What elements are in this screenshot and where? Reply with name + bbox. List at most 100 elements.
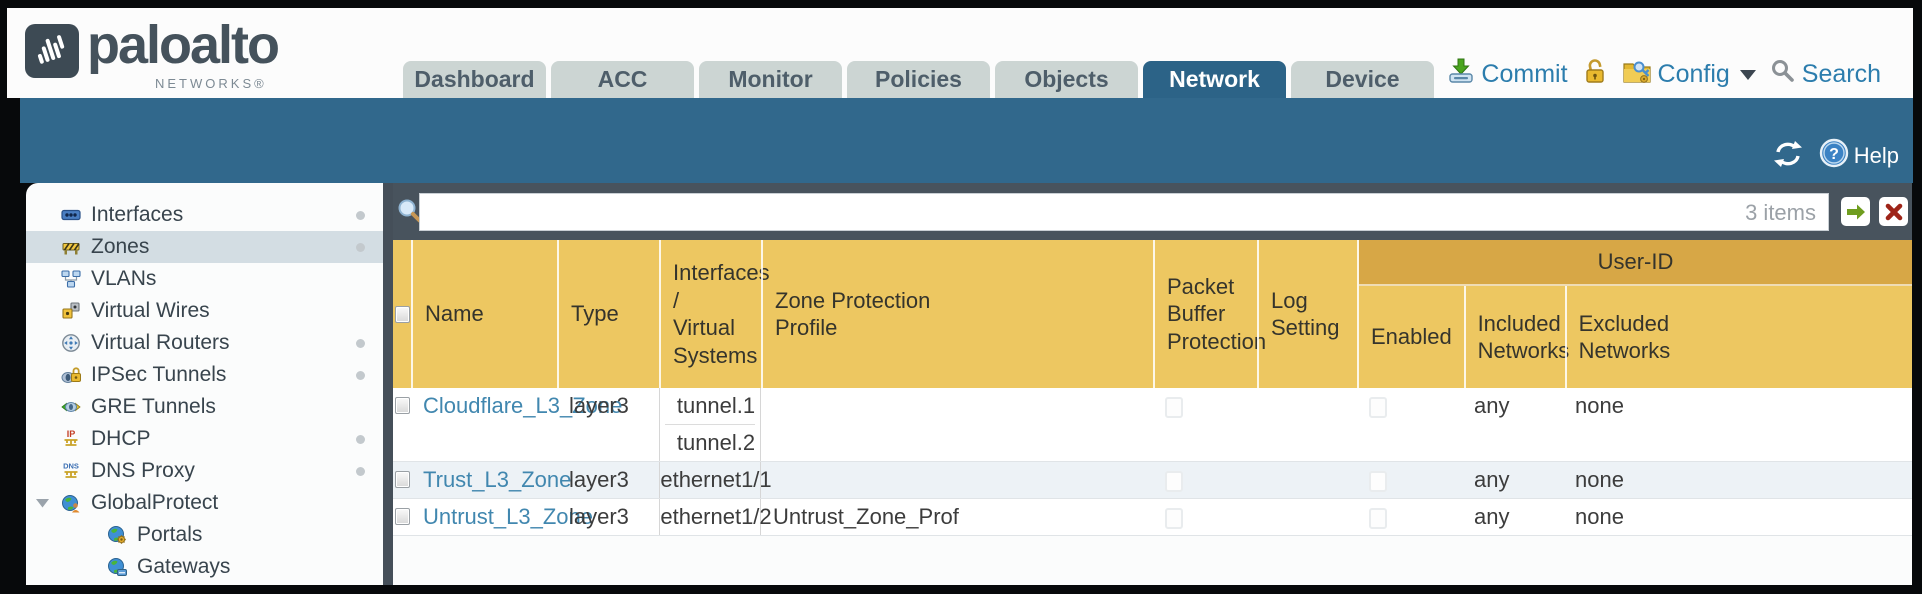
sidebar-divider	[383, 183, 393, 585]
user-id-label: User-ID	[1597, 249, 1674, 274]
column-header-type[interactable]: Type	[557, 240, 659, 388]
interfaces-icon	[60, 204, 82, 226]
sidebar-item-dhcp[interactable]: IP DHCP	[26, 423, 383, 455]
sidebar-item-zones[interactable]: Zones	[26, 231, 383, 263]
svg-text:IP: IP	[67, 429, 76, 439]
config-icon	[1622, 57, 1652, 92]
help-button[interactable]: ? Help	[1819, 138, 1899, 174]
zone-protection-profile-cell	[761, 462, 1153, 498]
chevron-down-icon	[1739, 69, 1756, 80]
select-all-checkbox[interactable]	[394, 305, 410, 323]
status-dot	[356, 435, 365, 444]
tab-objects[interactable]: Objects	[995, 61, 1138, 98]
logo-networks-text: NETWORKS®	[155, 76, 267, 91]
tab-acc[interactable]: ACC	[551, 61, 694, 98]
zone-name-link[interactable]: Untrust_L3_Zone	[423, 504, 593, 529]
help-label: Help	[1853, 143, 1899, 168]
packet-buffer-protection-checkbox[interactable]	[1165, 397, 1183, 418]
apply-filter-button[interactable]	[1841, 197, 1870, 226]
tab-dashboard[interactable]: Dashboard	[403, 61, 546, 98]
svg-text:DNS: DNS	[63, 462, 79, 471]
zone-name-link[interactable]: Cloudflare_L3_Zone	[423, 393, 623, 418]
filter-search-icon[interactable]	[396, 197, 424, 230]
sidebar-item-virtual-wires[interactable]: Virtual Wires	[26, 295, 383, 327]
user-id-enabled-checkbox[interactable]	[1369, 397, 1387, 418]
virtual-routers-icon	[60, 332, 82, 354]
tab-network[interactable]: Network	[1143, 61, 1286, 98]
zone-name-link[interactable]: Trust_L3_Zone	[423, 467, 572, 492]
log-setting-cell	[1257, 388, 1357, 461]
logo-wordmark: paloalto	[87, 15, 280, 75]
sidebar-item-label: Portals	[137, 523, 203, 546]
sidebar-item-gateways[interactable]: Gateways	[26, 551, 383, 583]
packet-buffer-protection-checkbox[interactable]	[1165, 471, 1183, 492]
log-setting-cell	[1257, 462, 1357, 498]
svg-text:?: ?	[1829, 146, 1839, 163]
sidebar-item-label: DHCP	[91, 427, 151, 450]
paloalto-logo-icon	[25, 24, 79, 78]
lock-icon[interactable]	[1582, 57, 1608, 92]
items-count: 3 items	[1745, 200, 1816, 225]
sidebar-item-portals[interactable]: Portals	[26, 519, 383, 551]
packet-buffer-protection-checkbox[interactable]	[1165, 508, 1183, 529]
user-id-enabled-checkbox[interactable]	[1369, 471, 1387, 492]
select-all-cell	[393, 240, 411, 388]
paloalto-logo: paloalto NETWORKS®	[25, 15, 325, 96]
row-checkbox[interactable]	[394, 508, 410, 525]
dhcp-icon: IP	[60, 428, 82, 450]
sidebar-item-label: Gateways	[137, 555, 231, 578]
sidebar-item-vlans[interactable]: VLANs	[26, 263, 383, 295]
search-button[interactable]: Search	[1770, 58, 1881, 91]
tab-device[interactable]: Device	[1291, 61, 1434, 98]
row-checkbox[interactable]	[394, 397, 410, 414]
portals-icon	[106, 524, 128, 546]
sidebar-item-virtual-routers[interactable]: Virtual Routers	[26, 327, 383, 359]
interface-entry: ethernet1/2	[660, 504, 772, 529]
status-dot	[356, 467, 365, 476]
sidebar-item-label: Interfaces	[91, 203, 184, 226]
sidebar-item-ipsec-tunnels[interactable]: IPSec Tunnels	[26, 359, 383, 391]
dns-proxy-icon: DNS	[60, 460, 82, 482]
sidebar-item-globalprotect[interactable]: GlobalProtect	[26, 487, 383, 519]
filter-input[interactable]	[426, 194, 1706, 230]
refresh-icon[interactable]	[1771, 139, 1805, 174]
column-header-log-setting[interactable]: Log Setting	[1257, 240, 1357, 388]
user-id-group-header: User-ID	[1359, 240, 1912, 286]
user-id-enabled-checkbox[interactable]	[1369, 508, 1387, 529]
row-checkbox[interactable]	[394, 471, 410, 488]
status-dot	[356, 371, 365, 380]
commit-label: Commit	[1481, 60, 1568, 88]
zone-interfaces-cell: ethernet1/1	[659, 462, 772, 498]
sidebar-item-gre-tunnels[interactable]: GRE Tunnels	[26, 391, 383, 423]
included-networks-cell: any	[1474, 393, 1510, 418]
vlans-icon	[60, 268, 82, 290]
column-header-enabled[interactable]: Enabled	[1371, 324, 1452, 350]
status-dot	[356, 243, 365, 252]
included-networks-cell: any	[1474, 467, 1510, 492]
zone-protection-profile-cell	[761, 388, 1153, 461]
sidebar-item-label: Zones	[91, 235, 150, 258]
sidebar-item-label: GlobalProtect	[91, 491, 219, 514]
config-menu-button[interactable]: Config	[1622, 57, 1756, 92]
tab-monitor[interactable]: Monitor	[699, 61, 842, 98]
commit-button[interactable]: Commit	[1447, 57, 1568, 92]
included-networks-cell: any	[1474, 504, 1510, 529]
virtual-wires-icon	[60, 300, 82, 322]
clear-filter-button[interactable]	[1879, 197, 1908, 226]
expander-triangle-icon[interactable]	[34, 494, 52, 512]
sidebar-item-label: Virtual Routers	[91, 331, 230, 354]
sidebar-item-interfaces[interactable]: Interfaces	[26, 199, 383, 231]
sidebar-item-label: Virtual Wires	[91, 299, 210, 322]
tab-policies[interactable]: Policies	[847, 61, 990, 98]
column-header-name[interactable]: Name	[411, 240, 557, 388]
